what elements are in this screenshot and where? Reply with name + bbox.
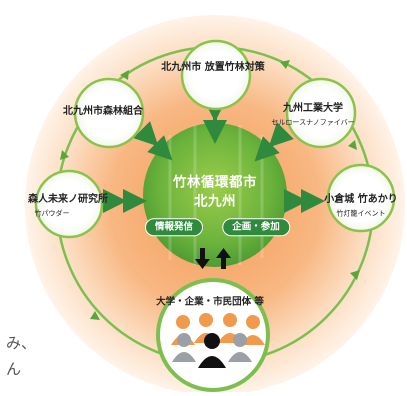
people-group-icon [171, 313, 265, 368]
partner-citizen-groups: 大学・企業・市民団体 等 [156, 296, 264, 308]
edge-text-line2: ん [6, 360, 22, 378]
edge-text-line1: み、 [6, 334, 37, 352]
partner-kokura-castle: 小倉城 竹あかり [324, 194, 398, 205]
partner-morito-lab: 森人未来ノ研究所 [28, 194, 108, 205]
center-title-line2: 北九州 [194, 193, 236, 210]
center-title-line1: 竹林循環都市 [173, 174, 257, 191]
double-arrow-icon [103, 98, 325, 213]
ring-arrow-icon [60, 60, 360, 320]
pill-info-sending: 情報発信 [144, 218, 204, 236]
partner-kyutech-sub: セルロースナノファイバー [271, 118, 355, 127]
exchange-arrows-icon [195, 248, 231, 269]
partner-forest-union: 北九州市森林組合 [63, 106, 143, 117]
pill-planning-participation: 企画・参加 [222, 218, 290, 236]
partner-kokura-castle-sub: 竹灯籠イベント [336, 209, 386, 218]
partner-nodes [34, 39, 396, 239]
partner-city-bamboo-measures: 北九州市 放置竹林対策 [161, 62, 265, 73]
partner-morito-lab-sub: 竹パウダー [34, 209, 70, 218]
partner-kyutech: 九州工業大学 [283, 103, 343, 114]
